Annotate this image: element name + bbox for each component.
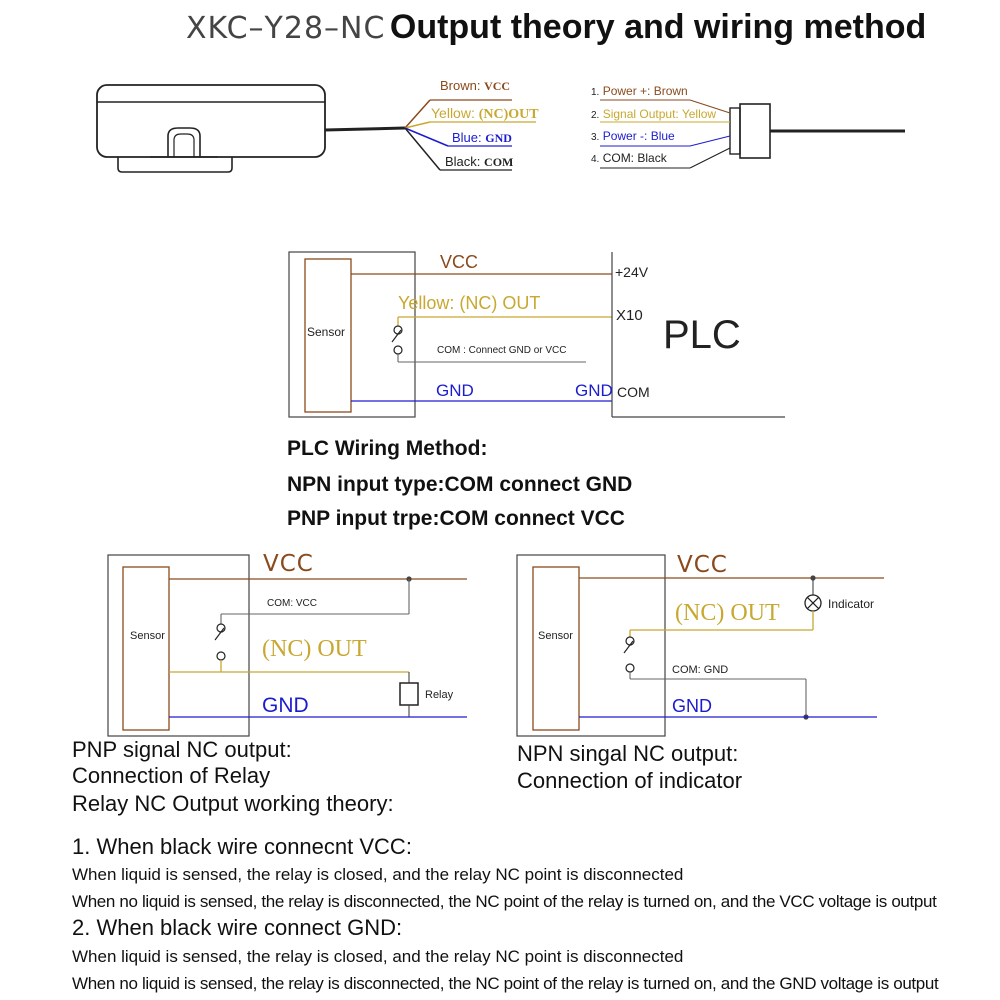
indicator-vcc-label: VCC	[677, 552, 728, 578]
wire-label-blue: Blue: GND	[452, 130, 512, 145]
title-model: XKC–Y28–NC	[186, 11, 386, 46]
theory-heading-1: 1. When black wire connecnt VCC:	[72, 834, 412, 859]
theory-line-3: When liquid is sensed, the relay is clos…	[72, 947, 684, 966]
relay-caption-2: Connection of Relay	[72, 763, 271, 788]
wire-label-black: Black: COM	[445, 154, 514, 169]
indicator-caption-1: NPN singal NC output:	[517, 741, 739, 766]
theory-line-4: When no liquid is sensed, the relay is d…	[72, 974, 939, 993]
sensor-body	[96, 84, 326, 173]
plc-com-note: COM : Connect GND or VCC	[437, 345, 567, 356]
theory-line-2: When no liquid is sensed, the relay is d…	[72, 892, 937, 911]
plc-method-heading: PLC Wiring Method:	[287, 437, 488, 460]
relay-vcc-label: VCC	[263, 551, 314, 577]
theory-heading-2: 2. When black wire connect GND:	[72, 915, 403, 940]
title-text: Output theory and wiring method	[389, 8, 927, 46]
plc-gnd-right: GND	[575, 381, 613, 400]
plc-circuit	[288, 251, 785, 418]
relay-out-label: (NC) OUT	[262, 636, 367, 662]
plc-title: PLC	[663, 313, 741, 357]
relay-caption-3: Relay NC Output working theory:	[72, 791, 394, 816]
plc-method-npn: NPN input type:COM connect GND	[287, 473, 633, 496]
indicator-out-label: (NC) OUT	[675, 600, 780, 626]
indicator-com-label: COM: GND	[672, 664, 729, 676]
connector-plug	[600, 99, 905, 169]
plc-gnd-left: GND	[436, 381, 474, 400]
plc-x10-label: X10	[616, 307, 643, 324]
plc-com-label: COM	[617, 384, 650, 400]
sensor-cable	[324, 99, 536, 171]
plc-vcc-label: VCC	[440, 252, 479, 272]
page-title: XKC–Y28–NC Output theory and wiring meth…	[186, 8, 926, 47]
indicator-caption-2: Connection of indicator	[517, 768, 743, 793]
plc-24v-label: +24V	[615, 264, 649, 280]
plc-method-pnp: PNP input trpe:COM connect VCC	[287, 507, 625, 530]
relay-label: Relay	[425, 689, 454, 701]
relay-sensor-label: Sensor	[130, 630, 165, 642]
theory-line-1: When liquid is sensed, the relay is clos…	[72, 865, 684, 884]
indicator-gnd-label: GND	[672, 696, 712, 716]
pin-label-1: 1. Power +: Brown	[591, 84, 688, 98]
pin-label-3: 3. Power -: Blue	[591, 129, 675, 143]
relay-gnd-label: GND	[262, 694, 309, 717]
relay-circuit	[107, 554, 467, 737]
indicator-sensor-label: Sensor	[538, 630, 573, 642]
plc-sensor-label: Sensor	[307, 325, 346, 339]
wire-label-brown: Brown: VCC	[440, 78, 511, 93]
pin-label-4: 4. COM: Black	[591, 151, 667, 165]
relay-com-label: COM: VCC	[267, 598, 317, 609]
plc-out-label: Yellow: (NC) OUT	[398, 293, 541, 313]
indicator-circuit	[516, 554, 884, 737]
relay-caption-1: PNP signal NC output:	[72, 737, 292, 762]
wire-label-yellow: Yellow: (NC)OUT	[431, 105, 539, 122]
indicator-label: Indicator	[828, 597, 875, 611]
pin-label-2: 2. Signal Output: Yellow	[591, 107, 717, 121]
